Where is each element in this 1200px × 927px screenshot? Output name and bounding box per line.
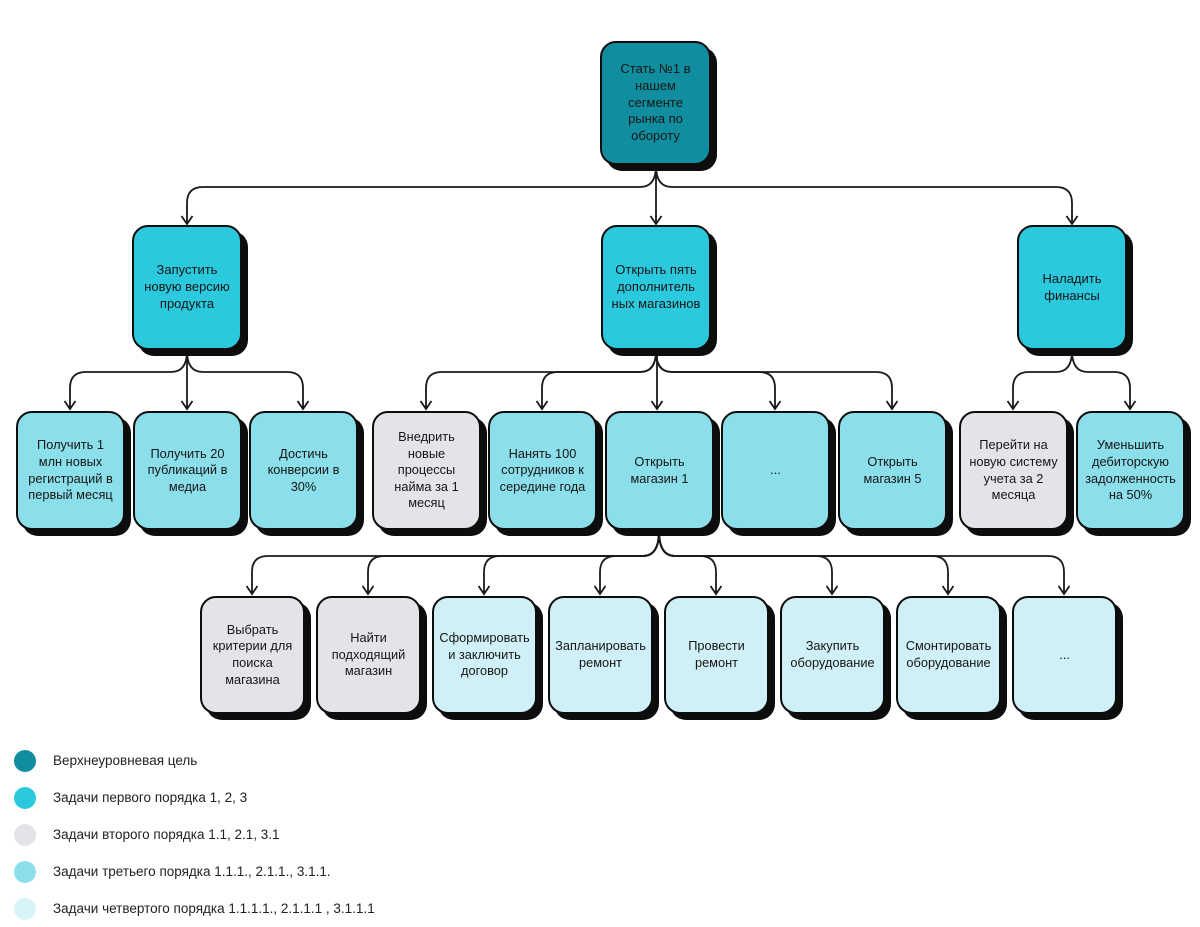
legend-label: Задачи третьего порядка 1.1.1., 2.1.1., … xyxy=(53,864,331,879)
node-label: Найти подходящий магазин xyxy=(331,630,406,679)
node-label: Получить 20 публикаций в медиа xyxy=(147,445,228,494)
node-goal-2[interactable]: Открыть пять дополнитель ных магазинов xyxy=(601,225,711,350)
node-label: Запланировать ремонт xyxy=(555,638,646,670)
connector xyxy=(655,165,1079,226)
legend-label: Задачи первого порядка 1, 2, 3 xyxy=(53,790,248,805)
node-label: Уменьшить дебиторскую задолженность на 5… xyxy=(1085,437,1176,503)
connector xyxy=(655,350,782,411)
node-label: Открыть магазин 5 xyxy=(863,453,922,486)
node-label: Стать №1 в нашем сегменте рынка по оборо… xyxy=(620,60,691,144)
legend-color-dot-icon xyxy=(14,897,36,920)
legend-label: Задачи четвертого порядка 1.1.1.1., 2.1.… xyxy=(53,901,375,916)
node-label: ... xyxy=(770,462,781,478)
connector xyxy=(535,350,657,411)
connector xyxy=(658,530,723,596)
node-task-1-3[interactable]: Достичь конверсии в 30% xyxy=(249,411,358,530)
node-task-2-3[interactable]: Открыть магазин 1 xyxy=(605,411,714,530)
node-subtask-8-ellipsis[interactable]: ... xyxy=(1012,596,1117,714)
legend-color-dot-icon xyxy=(14,823,36,846)
node-task-3-2[interactable]: Уменьшить дебиторскую задолженность на 5… xyxy=(1076,411,1185,530)
legend-label: Задачи второго порядка 1.1, 2.1, 3.1 xyxy=(53,827,280,842)
connector xyxy=(593,530,660,596)
connector xyxy=(658,530,839,596)
node-task-2-2[interactable]: Нанять 100 сотрудников к середине года xyxy=(488,411,597,530)
node-subtask-4[interactable]: Запланировать ремонт xyxy=(548,596,653,714)
node-subtask-5[interactable]: Провести ремонт xyxy=(664,596,769,714)
legend-label: Верхнеуровневая цель xyxy=(53,753,198,768)
node-label: Закупить оборудование xyxy=(790,638,875,670)
connector xyxy=(658,530,1071,596)
node-label: ... xyxy=(1059,646,1070,662)
node-task-2-1[interactable]: Внедрить новые процессы найма за 1 месяц xyxy=(372,411,481,530)
connector xyxy=(1006,350,1073,411)
legend-color-dot-icon xyxy=(14,749,36,772)
node-goal-1[interactable]: Запустить новую версию продукта xyxy=(132,225,242,350)
connector xyxy=(649,166,663,226)
node-task-1-2[interactable]: Получить 20 публикаций в медиа xyxy=(133,411,242,530)
node-label: Выбрать критерии для поиска магазина xyxy=(212,621,293,687)
connector xyxy=(245,530,660,596)
legend-item-fourth-order: Задачи четвертого порядка 1.1.1.1., 2.1.… xyxy=(14,890,375,927)
legend: Верхнеуровневая цель Задачи первого поря… xyxy=(14,742,375,927)
node-label: Достичь конверсии в 30% xyxy=(267,445,340,494)
connector xyxy=(477,530,660,596)
connector xyxy=(655,350,899,411)
node-subtask-7[interactable]: Смонтировать оборудование xyxy=(896,596,1001,714)
legend-item-third-order: Задачи третьего порядка 1.1.1., 2.1.1., … xyxy=(14,853,375,890)
node-goal-3[interactable]: Наладить финансы xyxy=(1017,225,1127,350)
node-subtask-6[interactable]: Закупить оборудование xyxy=(780,596,885,714)
node-label: Сформировать и заключить договор xyxy=(439,630,530,679)
connector xyxy=(361,530,660,596)
node-label: Нанять 100 сотрудников к середине года xyxy=(499,445,586,494)
node-task-2-4-ellipsis[interactable]: ... xyxy=(721,411,830,530)
node-label: Открыть пять дополнитель ных магазинов xyxy=(611,262,701,311)
connector xyxy=(419,350,657,411)
node-subtask-1[interactable]: Выбрать критерии для поиска магазина xyxy=(200,596,305,714)
legend-color-dot-icon xyxy=(14,786,36,809)
node-subtask-3[interactable]: Сформировать и заключить договор xyxy=(432,596,537,714)
connector xyxy=(180,351,194,411)
node-task-3-1[interactable]: Перейти на новую систему учета за 2 меся… xyxy=(959,411,1068,530)
node-task-1-1[interactable]: Получить 1 млн новых регистраций в первы… xyxy=(16,411,125,530)
node-label: Открыть магазин 1 xyxy=(630,453,689,486)
legend-item-first-order: Задачи первого порядка 1, 2, 3 xyxy=(14,779,375,816)
connector xyxy=(658,530,955,596)
connector xyxy=(186,350,310,411)
node-root-goal[interactable]: Стать №1 в нашем сегменте рынка по оборо… xyxy=(600,41,711,165)
node-label: Получить 1 млн новых регистраций в первы… xyxy=(28,437,113,503)
legend-color-dot-icon xyxy=(14,860,36,883)
node-label: Перейти на новую систему учета за 2 меся… xyxy=(969,437,1058,503)
node-label: Смонтировать оборудование xyxy=(905,638,992,670)
node-subtask-2[interactable]: Найти подходящий магазин xyxy=(316,596,421,714)
node-label: Внедрить новые процессы найма за 1 месяц xyxy=(394,428,459,511)
legend-item-top-goal: Верхнеуровневая цель xyxy=(14,742,375,779)
node-label: Провести ремонт xyxy=(688,638,745,670)
connector xyxy=(180,165,657,226)
node-task-2-5[interactable]: Открыть магазин 5 xyxy=(838,411,947,530)
node-label: Наладить финансы xyxy=(1042,270,1102,303)
connector xyxy=(1071,350,1137,411)
legend-item-second-order: Задачи второго порядка 1.1, 2.1, 3.1 xyxy=(14,816,375,853)
connector xyxy=(63,350,188,411)
node-label: Запустить новую версию продукта xyxy=(144,262,230,311)
connector xyxy=(650,351,664,411)
